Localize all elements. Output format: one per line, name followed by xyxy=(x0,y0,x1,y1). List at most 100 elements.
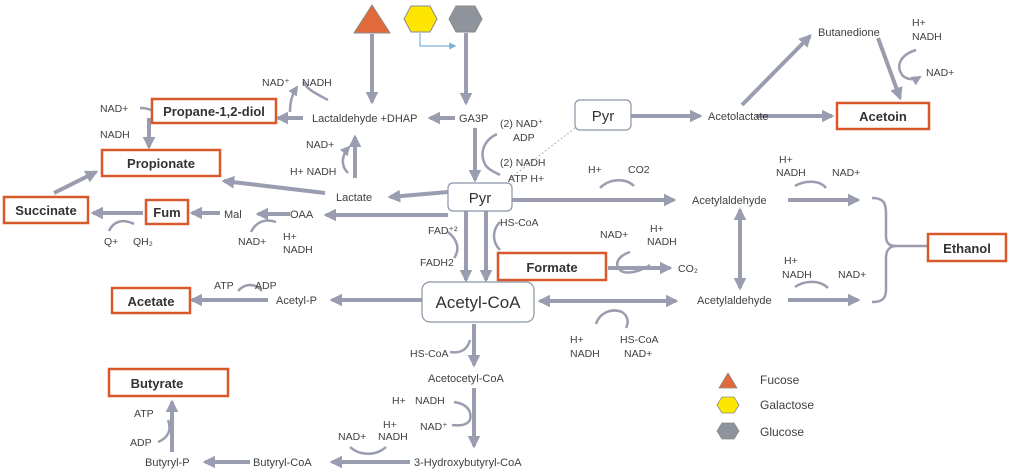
succinate-to-propionate-arrow xyxy=(53,170,99,195)
cofactor-nad-plus: NAD+ xyxy=(600,229,628,241)
nadh-curve-ethanol-2 xyxy=(794,280,829,289)
acetate-label: Acetate xyxy=(128,294,175,309)
acetylcoa-label: Acetyl-CoA xyxy=(435,293,521,312)
galactose-to-glucose-arrow xyxy=(419,33,457,50)
cofactor-h-plus: H+ xyxy=(392,395,406,407)
cofactor-hs-coa: HS-CoA xyxy=(620,334,659,346)
cofactor-hs-coa: HS-CoA xyxy=(410,348,449,360)
cofactor-nad-plus: NAD+ xyxy=(306,139,334,151)
cofactor-nad-plus: NAD+ xyxy=(238,236,266,248)
cofactor-atp: ATP xyxy=(214,280,234,292)
cofactor-two-nadh: (2) NADH xyxy=(500,157,546,169)
ethanol-box xyxy=(926,232,1008,263)
nad-curve-lactate xyxy=(339,145,351,174)
nadh-curve-butyrylcoa xyxy=(349,446,387,455)
fucose-triangle-icon xyxy=(353,4,391,34)
cofactor-atp-h: ATP H+ xyxy=(508,173,544,185)
ethanol-label: Ethanol xyxy=(943,241,991,256)
cofactor-qh2: QH₂ xyxy=(133,236,153,248)
acetocetyl-coa-label: Acetocetyl-CoA xyxy=(428,373,504,385)
cofactor-nadh: NADH xyxy=(776,167,806,179)
cofactor-nad-plus: NAD+ xyxy=(100,103,128,115)
legend-fucose-icon xyxy=(718,372,738,389)
cofactor-fad: FAD⁺² xyxy=(428,225,458,237)
cofactor-nad-plus: NAD⁺ xyxy=(420,421,448,433)
cofactor-nad-plus: NAD+ xyxy=(838,269,866,281)
cofactor-nadh: NADH xyxy=(100,129,130,141)
cofactor-h-plus: H+ xyxy=(650,223,664,235)
cofactor-nad-plus: NAD+ xyxy=(338,431,366,443)
fum-box xyxy=(144,198,190,226)
pyr-main-box xyxy=(447,182,513,212)
cofactor-nadh: NADH xyxy=(570,348,600,360)
nadh-curve-ethanol-1 xyxy=(794,180,827,189)
ga3p-label: GA3P xyxy=(459,113,488,125)
acetolactate-label: Acetolactate xyxy=(708,111,769,123)
cofactor-nadh: NADH xyxy=(302,77,332,89)
cofactor-h-plus: H+ xyxy=(784,255,798,267)
butyrate-label: Butyrate xyxy=(131,376,184,391)
cofactor-nadh: NADH xyxy=(378,431,408,443)
co2-curve xyxy=(599,179,635,189)
nadh-curve-mal xyxy=(249,219,277,233)
formate-label: Formate xyxy=(526,260,577,275)
pyr-to-lactate-arrow xyxy=(387,189,449,203)
acetate-box xyxy=(110,286,192,315)
propanediol-box xyxy=(150,97,278,125)
lactate-label: Lactate xyxy=(336,192,372,204)
cofactor-co2: CO2 xyxy=(628,164,650,176)
succinate-label: Succinate xyxy=(15,203,76,218)
cofactor-q-plus: Q+ xyxy=(104,236,118,248)
hydroxybutyryl-coa-label: 3-Hydroxybutyryl-CoA xyxy=(414,457,522,469)
propionate-box xyxy=(100,148,222,178)
lactaldehyde-dhap-label: Lactaldehyde +DHAP xyxy=(312,113,417,125)
cofactor-h-plus: H+ xyxy=(383,419,397,431)
nad-curve-propanediol xyxy=(288,85,299,113)
ethanol-bracket xyxy=(871,196,897,304)
cofactor-h-nadh: H+ NADH xyxy=(290,166,336,178)
cofactor-adp: ADP xyxy=(513,132,535,144)
butanedione-label: Butanedione xyxy=(818,27,880,39)
atp-adp-curve-butyrate xyxy=(157,419,171,444)
q-curve-succinate xyxy=(107,219,135,232)
legend-glucose-icon xyxy=(716,422,740,440)
succinate-box xyxy=(2,195,90,225)
cofactor-adp: ADP xyxy=(255,280,277,292)
legend-fucose-label: Fucose xyxy=(760,373,800,387)
cofactor-h-plus: H+ xyxy=(912,17,926,29)
cofactor-nadh: NADH xyxy=(283,244,313,256)
oaa-label: OAA xyxy=(290,209,314,221)
cofactor-h-plus: H+ xyxy=(283,231,297,243)
legend-galactose-label: Galactose xyxy=(760,398,814,412)
nadh-curve-acetylaldehyde xyxy=(594,309,629,329)
legend-galactose-icon xyxy=(716,396,740,414)
propanediol-label: Propane-1,2-diol xyxy=(163,104,265,119)
legend-glucose-label: Glucose xyxy=(760,425,804,439)
cofactor-adp: ADP xyxy=(130,437,152,449)
nad-curve-formate xyxy=(616,250,651,274)
fum-label: Fum xyxy=(153,205,180,220)
cofactor-nad-plus: NAD⁺ xyxy=(262,77,290,89)
cofactor-two-nad: (2) NAD⁺ xyxy=(500,118,543,130)
cofactor-h-plus: H+ xyxy=(779,154,793,166)
legend: Fucose Galactose Glucose xyxy=(716,372,814,440)
cofactor-hs-coa: HS-CoA xyxy=(500,217,539,229)
pyr-main-label: Pyr xyxy=(469,190,492,207)
butyryl-coa-label: Butyryl-CoA xyxy=(253,457,312,469)
galactose-hexagon-icon xyxy=(403,5,438,33)
cofactor-nadh: NADH xyxy=(415,395,445,407)
cofactor-nadh: NADH xyxy=(782,269,812,281)
acetylcoa-box xyxy=(421,281,535,323)
propionate-label: Propionate xyxy=(127,156,195,171)
atp-adp-curve-acetate xyxy=(237,283,263,292)
cofactor-co2: CO₂ xyxy=(678,263,698,275)
fad-curve xyxy=(447,231,459,259)
hscoa-curve-acetocetyl xyxy=(449,339,472,354)
cofactor-nadh: NADH xyxy=(912,31,942,43)
butyrate-box xyxy=(107,367,230,398)
mal-label: Mal xyxy=(224,209,242,221)
nadh-curve-propanediol xyxy=(301,81,329,102)
cofactor-nad-plus: NAD+ xyxy=(926,67,954,79)
acetylaldehyde-2-label: Acetylaldehyde xyxy=(697,295,772,307)
